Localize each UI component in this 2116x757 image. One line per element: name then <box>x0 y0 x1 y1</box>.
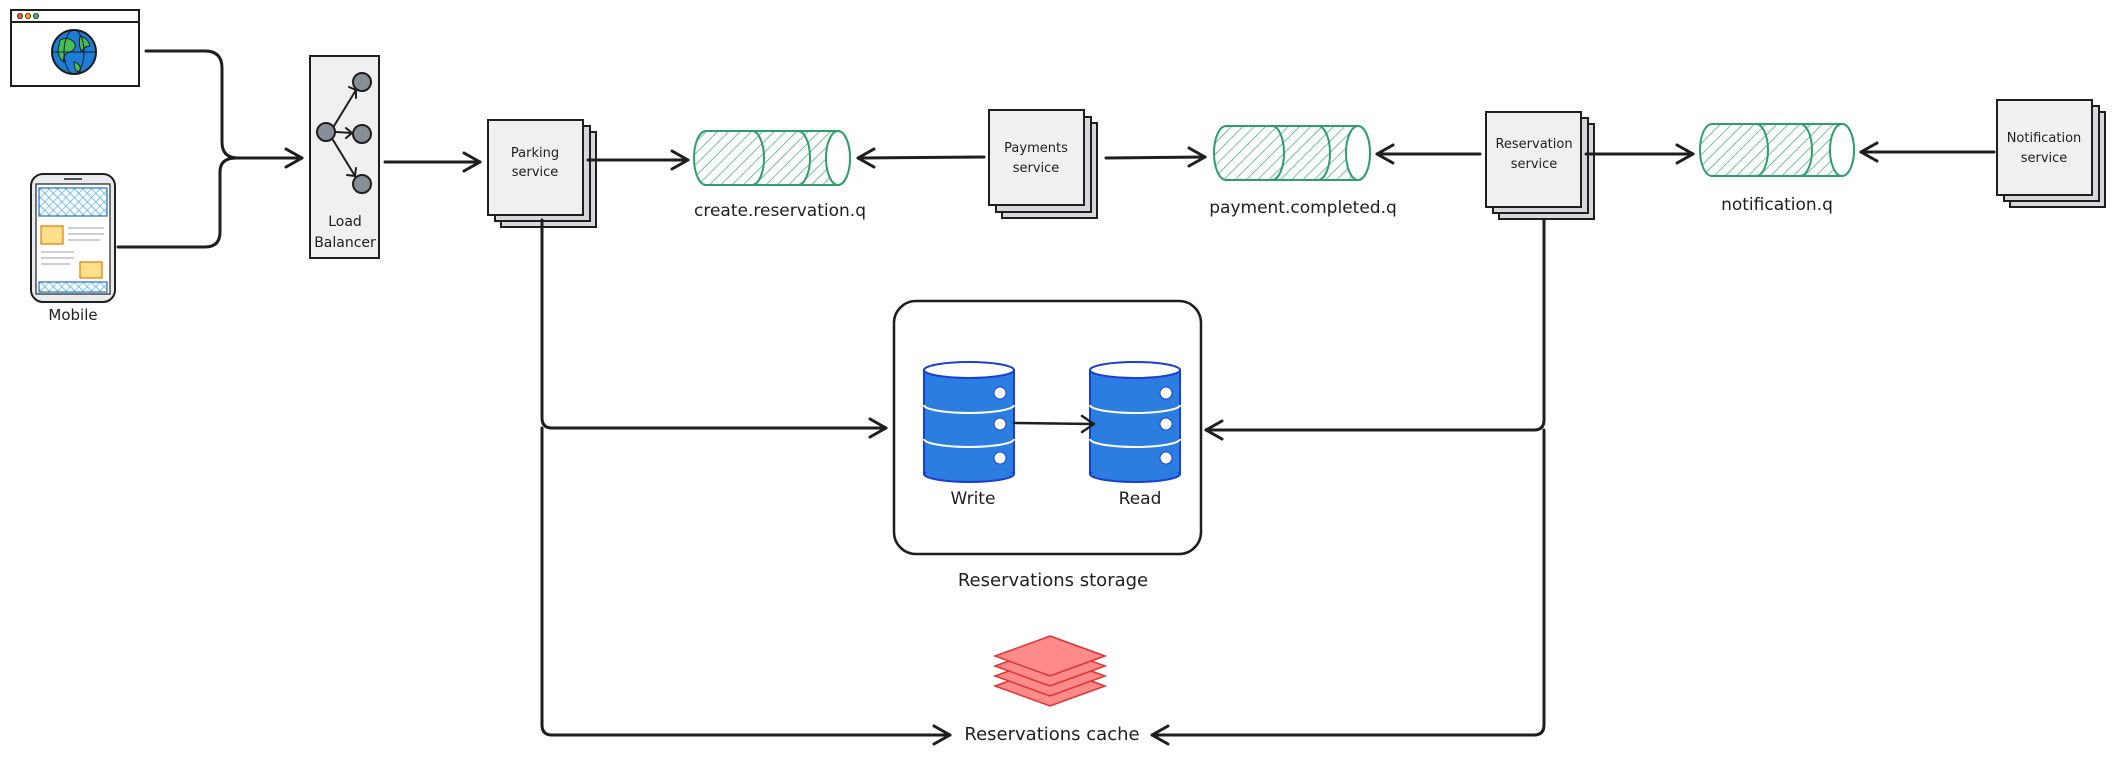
queue-payment-completed: payment.completed.q <box>1209 125 1397 218</box>
reservation-service: Reservation service <box>1485 111 1595 220</box>
parking-service-label-line1: Parking <box>511 146 559 161</box>
load-balancer-label-line2: Balancer <box>314 235 376 251</box>
mobile-client: Mobile <box>30 173 116 324</box>
notification-service: Notification service <box>1996 99 2106 208</box>
edge-reservation-to-notification-queue <box>1584 143 1695 165</box>
globe-icon <box>51 29 97 75</box>
payments-service-label-line2: service <box>1013 161 1060 176</box>
edge-reservation-to-storage <box>1204 218 1546 441</box>
queue-payment-completed-label: payment.completed.q <box>1209 198 1397 218</box>
reservation-service-label-line2: service <box>1511 157 1558 172</box>
edge-mobile-to-load-balancer <box>116 156 238 249</box>
read-database-icon <box>1089 361 1181 483</box>
edge-payments-to-payment-completed-queue <box>1104 146 1207 168</box>
reservations-cache-icon <box>992 635 1108 707</box>
edge-browser-to-load-balancer <box>144 49 304 169</box>
reservation-service-label-line1: Reservation <box>1495 137 1572 152</box>
edge-parking-to-storage <box>540 218 888 439</box>
browser-client <box>10 9 140 87</box>
reservations-cache-label: Reservations cache <box>964 724 1139 745</box>
notification-service-label-line2: service <box>2021 151 2068 166</box>
edge-write-to-read <box>1012 414 1096 434</box>
parking-service-label-line2: service <box>512 165 559 180</box>
parking-service: Parking service <box>487 119 597 228</box>
write-database-icon <box>923 361 1015 483</box>
edge-parking-to-create-reservation-queue <box>586 149 690 171</box>
payments-service: Payments service <box>988 109 1098 219</box>
queue-notification-label: notification.q <box>1721 195 1833 215</box>
payments-service-label-line1: Payments <box>1004 141 1068 156</box>
edge-notification-from-notification-queue <box>1859 141 1996 163</box>
notification-service-label-line1: Notification <box>2007 131 2082 146</box>
edge-reservation-to-cache <box>1150 428 1546 746</box>
edge-load-balancer-to-parking <box>383 151 482 173</box>
edge-parking-to-cache <box>540 426 952 746</box>
queue-create-reservation: create.reservation.q <box>693 130 866 221</box>
edge-reservation-from-payment-completed-queue <box>1375 143 1482 165</box>
load-balancer-label-line1: Load <box>328 214 362 230</box>
write-database-label: Write <box>951 489 996 509</box>
mobile-label: Mobile <box>48 306 97 324</box>
reservations-storage-label: Reservations storage <box>958 570 1148 591</box>
read-database-label: Read <box>1119 489 1162 509</box>
queue-create-reservation-label: create.reservation.q <box>694 201 866 221</box>
edge-payments-from-create-reservation-queue <box>856 147 986 169</box>
load-balancer: Load Balancer <box>309 55 380 259</box>
queue-notification: notification.q <box>1699 123 1855 215</box>
reservations-storage: Write Read <box>892 299 1203 556</box>
